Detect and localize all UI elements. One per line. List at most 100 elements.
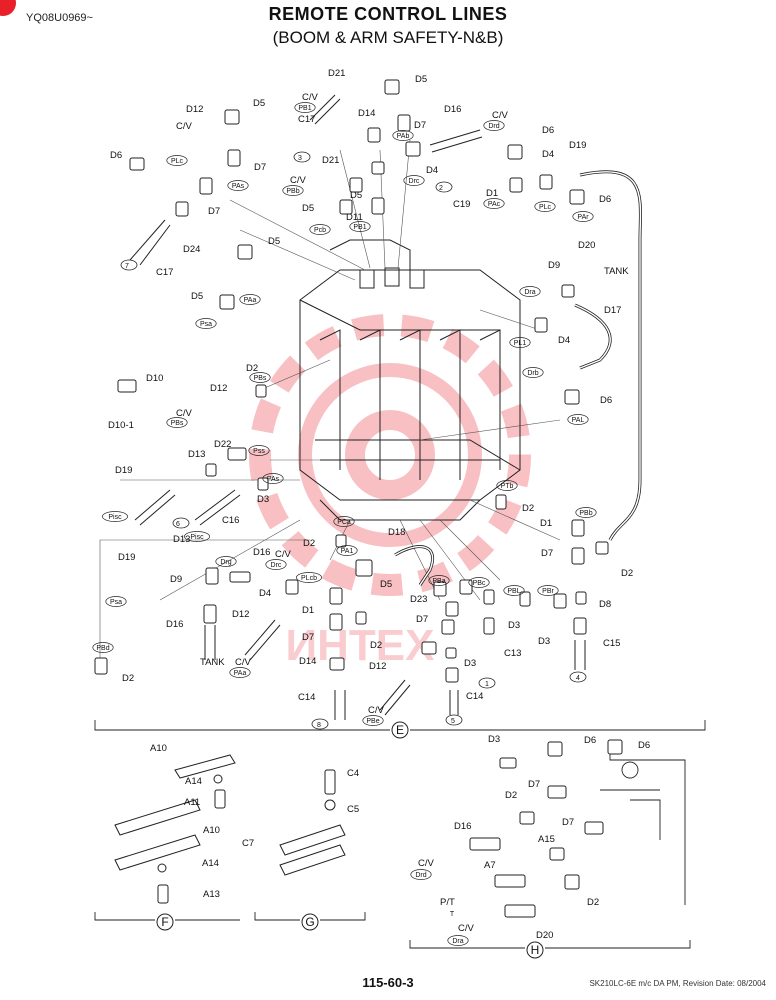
part-label: Dra (452, 938, 463, 945)
label-ellipse (567, 414, 589, 425)
label-ellipse (503, 585, 525, 596)
part-label: C/V (176, 121, 193, 132)
part-label: C13 (504, 648, 521, 659)
part-label: PAb (397, 133, 410, 140)
label-ellipse (296, 572, 322, 583)
part-label: D16 (253, 547, 270, 558)
part-label: D21 (322, 155, 339, 166)
label-ellipse (249, 372, 271, 383)
part-label: D6 (584, 735, 596, 746)
part-label: D12 (232, 609, 249, 620)
label-ellipse (468, 577, 490, 588)
corner-badge (0, 0, 16, 16)
part-label: C16 (222, 515, 239, 526)
part-label: PAc (488, 201, 501, 208)
section-marker: G (305, 915, 314, 929)
label-ellipse (447, 935, 469, 946)
part-label: D2 (246, 363, 258, 374)
part-label: PA1 (341, 548, 354, 555)
part-label: PAs (232, 183, 245, 190)
label-ellipse (229, 667, 251, 678)
section-marker: F (161, 915, 168, 929)
label-ellipse (392, 130, 414, 141)
label-ellipse (166, 155, 188, 166)
part-label: A10 (203, 825, 220, 836)
part-label: D7 (416, 614, 428, 625)
part-label: D2 (505, 790, 517, 801)
part-label: D6 (599, 194, 611, 205)
part-label: D18 (388, 527, 405, 538)
part-label: D21 (328, 68, 345, 79)
part-label: PBL (507, 588, 520, 595)
part-label: PTb (501, 483, 514, 490)
part-label: C/V (290, 175, 307, 186)
part-label: D19 (118, 552, 135, 563)
part-label: D13 (173, 534, 190, 545)
label-ellipse (309, 224, 331, 235)
part-label: PB1 (353, 224, 366, 231)
part-label: D10 (146, 373, 163, 384)
part-label: D5 (415, 74, 427, 85)
part-label: 3 (298, 155, 302, 162)
part-label: D5 (380, 579, 392, 590)
label-ellipse (336, 545, 358, 556)
label-ellipse (403, 175, 425, 186)
label-ellipse (428, 575, 450, 586)
part-label: D14 (299, 656, 316, 667)
part-label: D7 (254, 162, 266, 173)
label-ellipse (483, 120, 505, 131)
part-label: D6 (638, 740, 650, 751)
part-label: Pisc (190, 534, 204, 541)
part-label: D6 (110, 150, 122, 161)
part-label: PBs (171, 420, 184, 427)
part-label: D9 (548, 260, 560, 271)
part-label: PAa (234, 670, 247, 677)
part-label: 8 (317, 722, 321, 729)
part-label: P/T (440, 897, 455, 908)
part-label: D3 (488, 734, 500, 745)
part-label: D19 (115, 465, 132, 476)
part-label: D14 (358, 108, 375, 119)
label-ellipse (92, 642, 114, 653)
part-label: C/V (275, 549, 292, 560)
part-label: D20 (536, 930, 553, 941)
part-label: D12 (369, 661, 386, 672)
part-label: TANK (200, 657, 225, 668)
part-label: D5 (350, 190, 362, 201)
label-ellipse (575, 507, 597, 518)
part-label: C/V (235, 657, 252, 668)
label-ellipse (265, 559, 287, 570)
part-label: Psa (200, 321, 212, 328)
label-ellipse (166, 417, 188, 428)
part-label: D3 (464, 658, 476, 669)
part-label: C/V (418, 858, 435, 869)
label-ellipse (362, 715, 384, 726)
part-label: PBd (96, 645, 109, 652)
label-ellipse (105, 596, 127, 607)
part-label: T (450, 911, 455, 918)
part-label: Drb (527, 370, 538, 377)
part-label: D11 (346, 212, 363, 223)
part-label: C14 (298, 692, 315, 703)
part-label: 7 (125, 263, 129, 270)
part-label: 6 (176, 521, 180, 528)
revision-note: SK210LC-6E m/c DA PM, Revision Date: 08/… (589, 979, 766, 988)
part-label: D9 (170, 574, 182, 585)
part-label: C5 (347, 804, 359, 815)
part-label: C17 (156, 267, 173, 278)
part-label: D5 (191, 291, 203, 302)
part-label: D7 (302, 632, 314, 643)
section-marker: E (396, 723, 404, 737)
part-label: PAL (572, 417, 585, 424)
part-label: Pisc (108, 514, 122, 521)
part-label: A7 (484, 860, 496, 871)
part-label: C/V (176, 408, 193, 419)
part-label: Drc (271, 562, 282, 569)
label-ellipse (184, 531, 210, 542)
part-label: D6 (600, 395, 612, 406)
part-label: PBr (542, 588, 554, 595)
fittings (94, 79, 609, 683)
document-id: YQ08U0969~ (26, 12, 93, 24)
part-label: D2 (122, 673, 134, 684)
